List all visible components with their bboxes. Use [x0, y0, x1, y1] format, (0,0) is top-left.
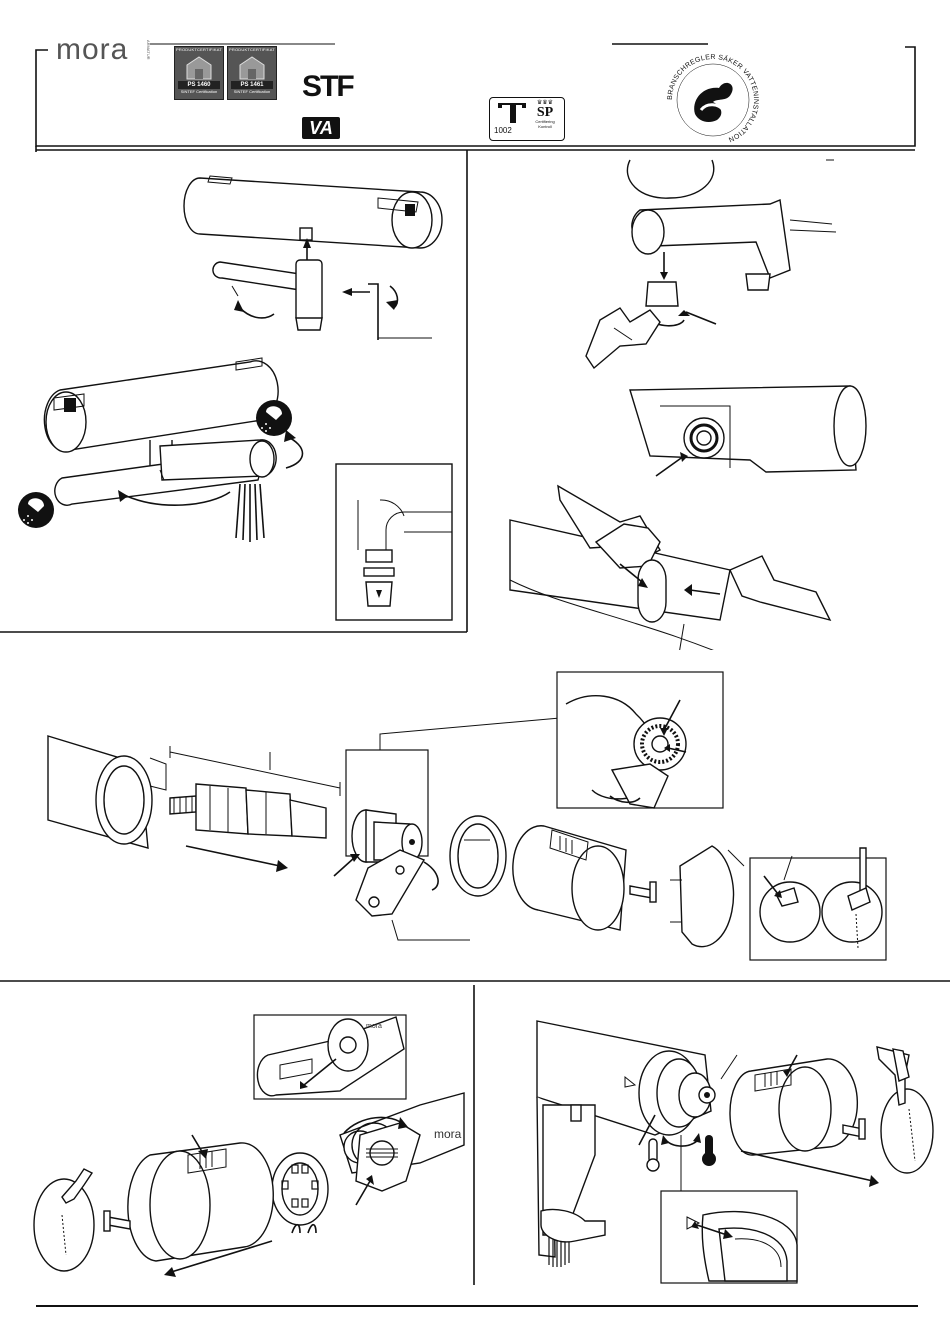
footer-rule [0, 1300, 950, 1320]
house-icon [175, 53, 223, 81]
va-logo: VA [302, 117, 340, 139]
installation-seal: BRANSCHREGLER SÄKER VATTENINSTALLATION [663, 50, 763, 150]
brand-name: mora [56, 33, 128, 66]
sp-mark: ♛♛♛ SP Certifiering Kontroll [529, 99, 561, 129]
panel-4-illustration [0, 985, 480, 1295]
mora-engraving-2: mora [434, 1127, 461, 1141]
mora-engraving-1: mora [366, 1023, 382, 1030]
certification-badge-ps1460: PRODUKTCERTIFIKAT PS 1460 SINTEF Certifi… [174, 46, 224, 100]
cert-number: 1002 [494, 126, 512, 135]
crown-icon [492, 99, 532, 127]
panel-5-illustration [475, 985, 950, 1295]
certification-badge-ps1461: PRODUKTCERTIFIKAT PS 1461 SINTEF Certifi… [227, 46, 277, 100]
house-icon [228, 53, 276, 81]
stf-logo: STF [302, 70, 353, 104]
hand-shower-icon [18, 492, 54, 528]
panel-3-illustration [0, 640, 950, 985]
hot-thermometer-icon [702, 1135, 716, 1166]
cold-thermometer-icon [647, 1139, 659, 1171]
brand-subtitle: ARMATUR [146, 40, 151, 59]
panel-2-illustration [470, 150, 950, 650]
hand-shower-icon [256, 400, 292, 436]
mora-logo: mora [56, 33, 128, 67]
panel-1-illustration [0, 150, 470, 635]
